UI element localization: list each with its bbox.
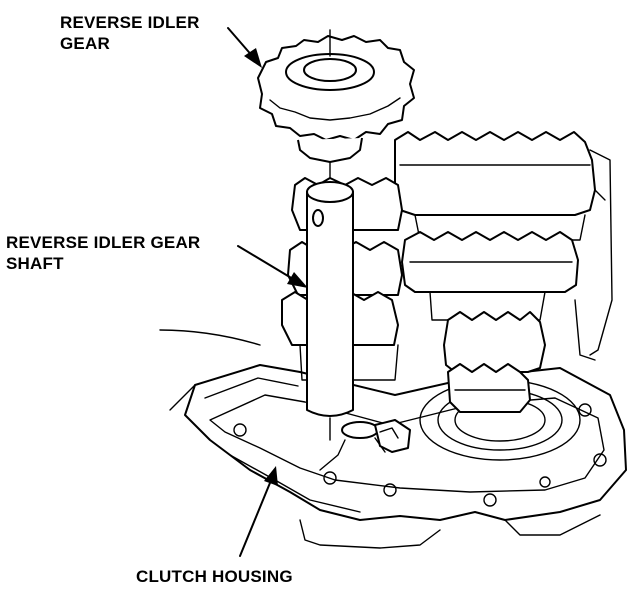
reverse-idler-gear-shaft-label: REVERSE IDLER GEAR SHAFT — [6, 232, 200, 274]
reverse-idler-gear-shaft-label-line-1: REVERSE IDLER GEAR — [6, 233, 201, 252]
reverse-idler-gear-label: REVERSE IDLER GEAR — [60, 12, 200, 54]
clutch-housing-label: CLUTCH HOUSING — [136, 567, 293, 586]
reverse-idler-gear-label-line-2: GEAR — [60, 34, 110, 53]
reverse-idler-gear-shaft-label-line-2: SHAFT — [6, 254, 64, 273]
clutch-housing — [159, 329, 627, 549]
mainshaft-gear-stack — [394, 131, 613, 413]
reverse-idler-gear-label-line-1: REVERSE IDLER — [60, 13, 200, 32]
reverse-idler-gear — [257, 29, 415, 163]
reverse-idler-gear-shaft — [306, 161, 354, 441]
leader-arrows — [227, 27, 308, 557]
